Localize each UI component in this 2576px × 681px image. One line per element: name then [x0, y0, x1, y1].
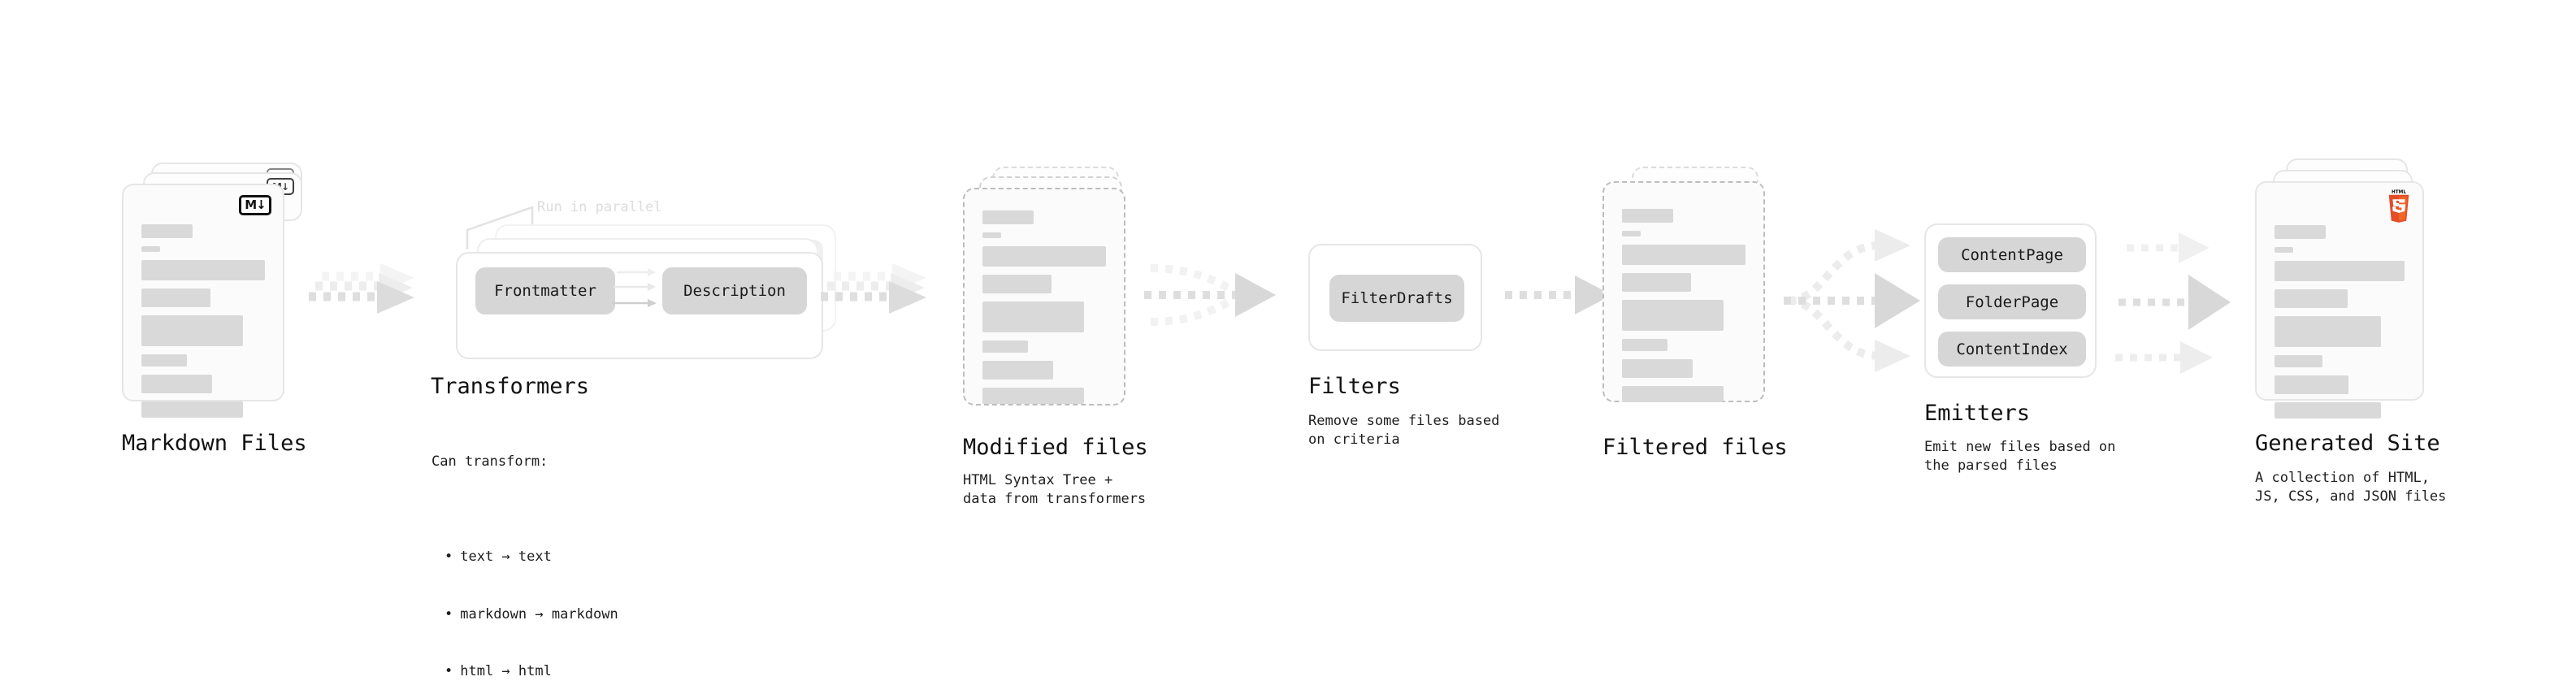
card-placeholder-lines: [1622, 209, 1746, 410]
stage-filters: FilterDrafts Filters Remove some files b…: [1308, 244, 1499, 448]
svg-text:HTML: HTML: [2392, 190, 2406, 195]
stage-filtered-files: Filtered files: [1602, 167, 1789, 460]
stage-emitters: ContentPage FolderPage ContentIndex Emit…: [1924, 223, 2115, 474]
dashed-arrow-triple-icon: [2115, 232, 2231, 374]
transformers-description: Can transform: text → text markdown → ma…: [432, 414, 618, 681]
transformers-bullet: markdown → markdown: [445, 605, 618, 624]
dashed-fan-in-icon: [1144, 264, 1276, 326]
markdown-file-stack: M↓ M↓ M↓: [122, 163, 309, 423]
filters-description: Remove some files based on criteria: [1308, 413, 1500, 449]
stage-generated-site: CSS HTML: [2255, 158, 2450, 505]
filters-panel: FilterDrafts: [1308, 244, 1482, 351]
markdown-card-front: M↓: [122, 184, 284, 418]
transformer-inner-arrows-icon: [612, 268, 657, 307]
connector-modified-to-filters: [1144, 254, 1299, 354]
stage-title-markdown-files: Markdown Files: [122, 431, 307, 456]
emitters-panel: ContentPage FolderPage ContentIndex: [1924, 223, 2097, 378]
dashed-arrow-stack-icon: [821, 263, 926, 314]
transformer-panel-front: Frontmatter Description: [456, 252, 823, 359]
stage-modified-files: Modified files HTML Syntax Tree + data f…: [963, 167, 1150, 507]
connector-filtered-to-emitters: [1784, 229, 1926, 375]
connector-filters-to-filtered: [1505, 275, 1619, 328]
transformers-bullet: text → text: [445, 548, 618, 566]
modified-files-description: HTML Syntax Tree + data from transformer…: [963, 472, 1147, 508]
transformer-node-frontmatter[interactable]: Frontmatter: [475, 267, 615, 314]
transformers-bullet-list: text → text markdown → markdown html → h…: [432, 510, 618, 681]
transformer-node-description[interactable]: Description: [662, 267, 807, 314]
transformers-subtitle: Can transform:: [432, 453, 549, 470]
stage-title-transformers: Transformers: [431, 374, 590, 399]
filtered-file-stack: [1602, 167, 1789, 427]
modified-file-stack: [963, 167, 1150, 427]
card-placeholder-lines: [2275, 225, 2405, 427]
dashed-fan-out-icon: [1784, 229, 1920, 372]
filtered-card-front: [1602, 181, 1765, 402]
dashed-arrow-icon: [1505, 275, 1612, 314]
transformers-bullet: html → html: [445, 662, 618, 681]
card-placeholder-lines: [982, 210, 1106, 412]
stage-markdown-files: M↓ M↓ M↓ Markdown Files: [122, 163, 309, 456]
run-in-parallel-bracket-icon: [466, 206, 534, 249]
stage-title-emitters: Emitters: [1924, 401, 2031, 426]
markdown-icon: M↓: [239, 195, 271, 215]
generated-site-description: A collection of HTML, JS, CSS, and JSON …: [2255, 470, 2447, 505]
emitters-description: Emit new files based on the parsed files: [1924, 439, 2116, 475]
dashed-arrow-stack-icon: [309, 263, 414, 314]
card-placeholder-lines: [141, 224, 265, 426]
html5-icon: HTML: [2388, 190, 2409, 223]
connector-emitters-to-site: [2115, 232, 2262, 377]
stage-title-filters: Filters: [1308, 374, 1401, 399]
emitter-node-contentpage[interactable]: ContentPage: [1938, 237, 2086, 272]
modified-card-front: [963, 188, 1125, 406]
generated-card-front: HTML: [2255, 181, 2424, 419]
connector-transformers-to-modified: [821, 263, 935, 341]
generated-file-stack: CSS HTML: [2255, 158, 2450, 419]
stage-title-modified-files: Modified files: [963, 435, 1148, 460]
run-in-parallel-label: Run in parallel: [537, 199, 662, 215]
stage-title-filtered-files: Filtered files: [1602, 435, 1788, 460]
emitter-node-contentindex[interactable]: ContentIndex: [1938, 332, 2086, 367]
emitter-node-folderpage[interactable]: FolderPage: [1938, 284, 2086, 319]
connector-markdown-to-transformers: [309, 263, 423, 341]
stage-title-generated-site: Generated Site: [2255, 431, 2440, 456]
filter-node-filterdrafts[interactable]: FilterDrafts: [1329, 275, 1464, 322]
